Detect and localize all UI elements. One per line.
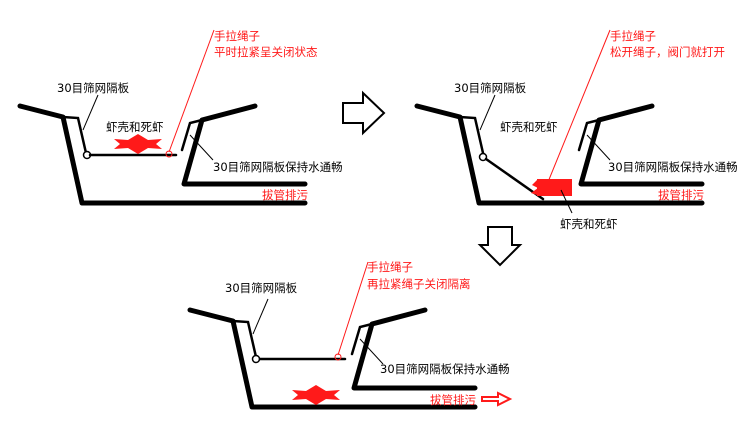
rope-label: 手拉绳子 [214, 29, 260, 43]
rope-label: 手拉绳子 [610, 29, 656, 43]
drain-label: 拔管排污 [430, 393, 476, 407]
rope-note: 平时拉紧呈关闭状态 [214, 45, 318, 59]
shrimp-label: 虾壳和死虾 [106, 120, 164, 134]
gate-hinge [478, 152, 488, 162]
screen-label: 30目筛网隔板 [57, 81, 130, 95]
drain-label: 拔管排污 [658, 188, 704, 202]
rope-line [168, 29, 215, 153]
screen-label: 30目筛网隔板 [454, 81, 527, 95]
down-arrow-icon [477, 226, 523, 267]
screen-label: 30目筛网隔板 [225, 281, 298, 295]
drain-label: 拔管排污 [262, 188, 308, 202]
screen-flow-label: 30目筛网隔板保持水通畅 [608, 160, 738, 174]
panel-reclosed-details: 30目筛网隔板 30目筛网隔板保持水通畅 手拉绳子 再拉紧绳子关闭隔离 拔管排污 [225, 260, 513, 407]
screen-flow-label: 30目筛网隔板保持水通畅 [213, 160, 343, 174]
right-arrow-icon [342, 90, 386, 136]
drain-arrow-icon [481, 391, 513, 407]
rope-note: 松开绳子，阀门就打开 [610, 45, 725, 59]
rope-note: 再拉紧绳子关闭隔离 [367, 277, 471, 291]
rope-line [547, 29, 611, 183]
shrimp-label-bottom: 虾壳和死虾 [560, 217, 618, 231]
rope-label: 手拉绳子 [367, 260, 413, 274]
debris-blob [292, 385, 340, 405]
gate-hinge [251, 354, 261, 364]
shrimp-label: 虾壳和死虾 [500, 120, 558, 134]
panel-open-details: 30目筛网隔板 虾壳和死虾 虾壳和死虾 30目筛网隔板保持水通畅 手拉绳子 松开… [454, 29, 738, 231]
debris-blob [114, 134, 162, 154]
screen-flow-label: 30目筛网隔板保持水通畅 [380, 362, 510, 376]
panel-closed: 30目筛网隔板 虾壳和死虾 30目筛网隔板保持水通畅 手拉绳子 平时拉紧呈关闭状… [20, 29, 343, 203]
rope-line [337, 261, 369, 356]
debris-blob [537, 179, 572, 196]
